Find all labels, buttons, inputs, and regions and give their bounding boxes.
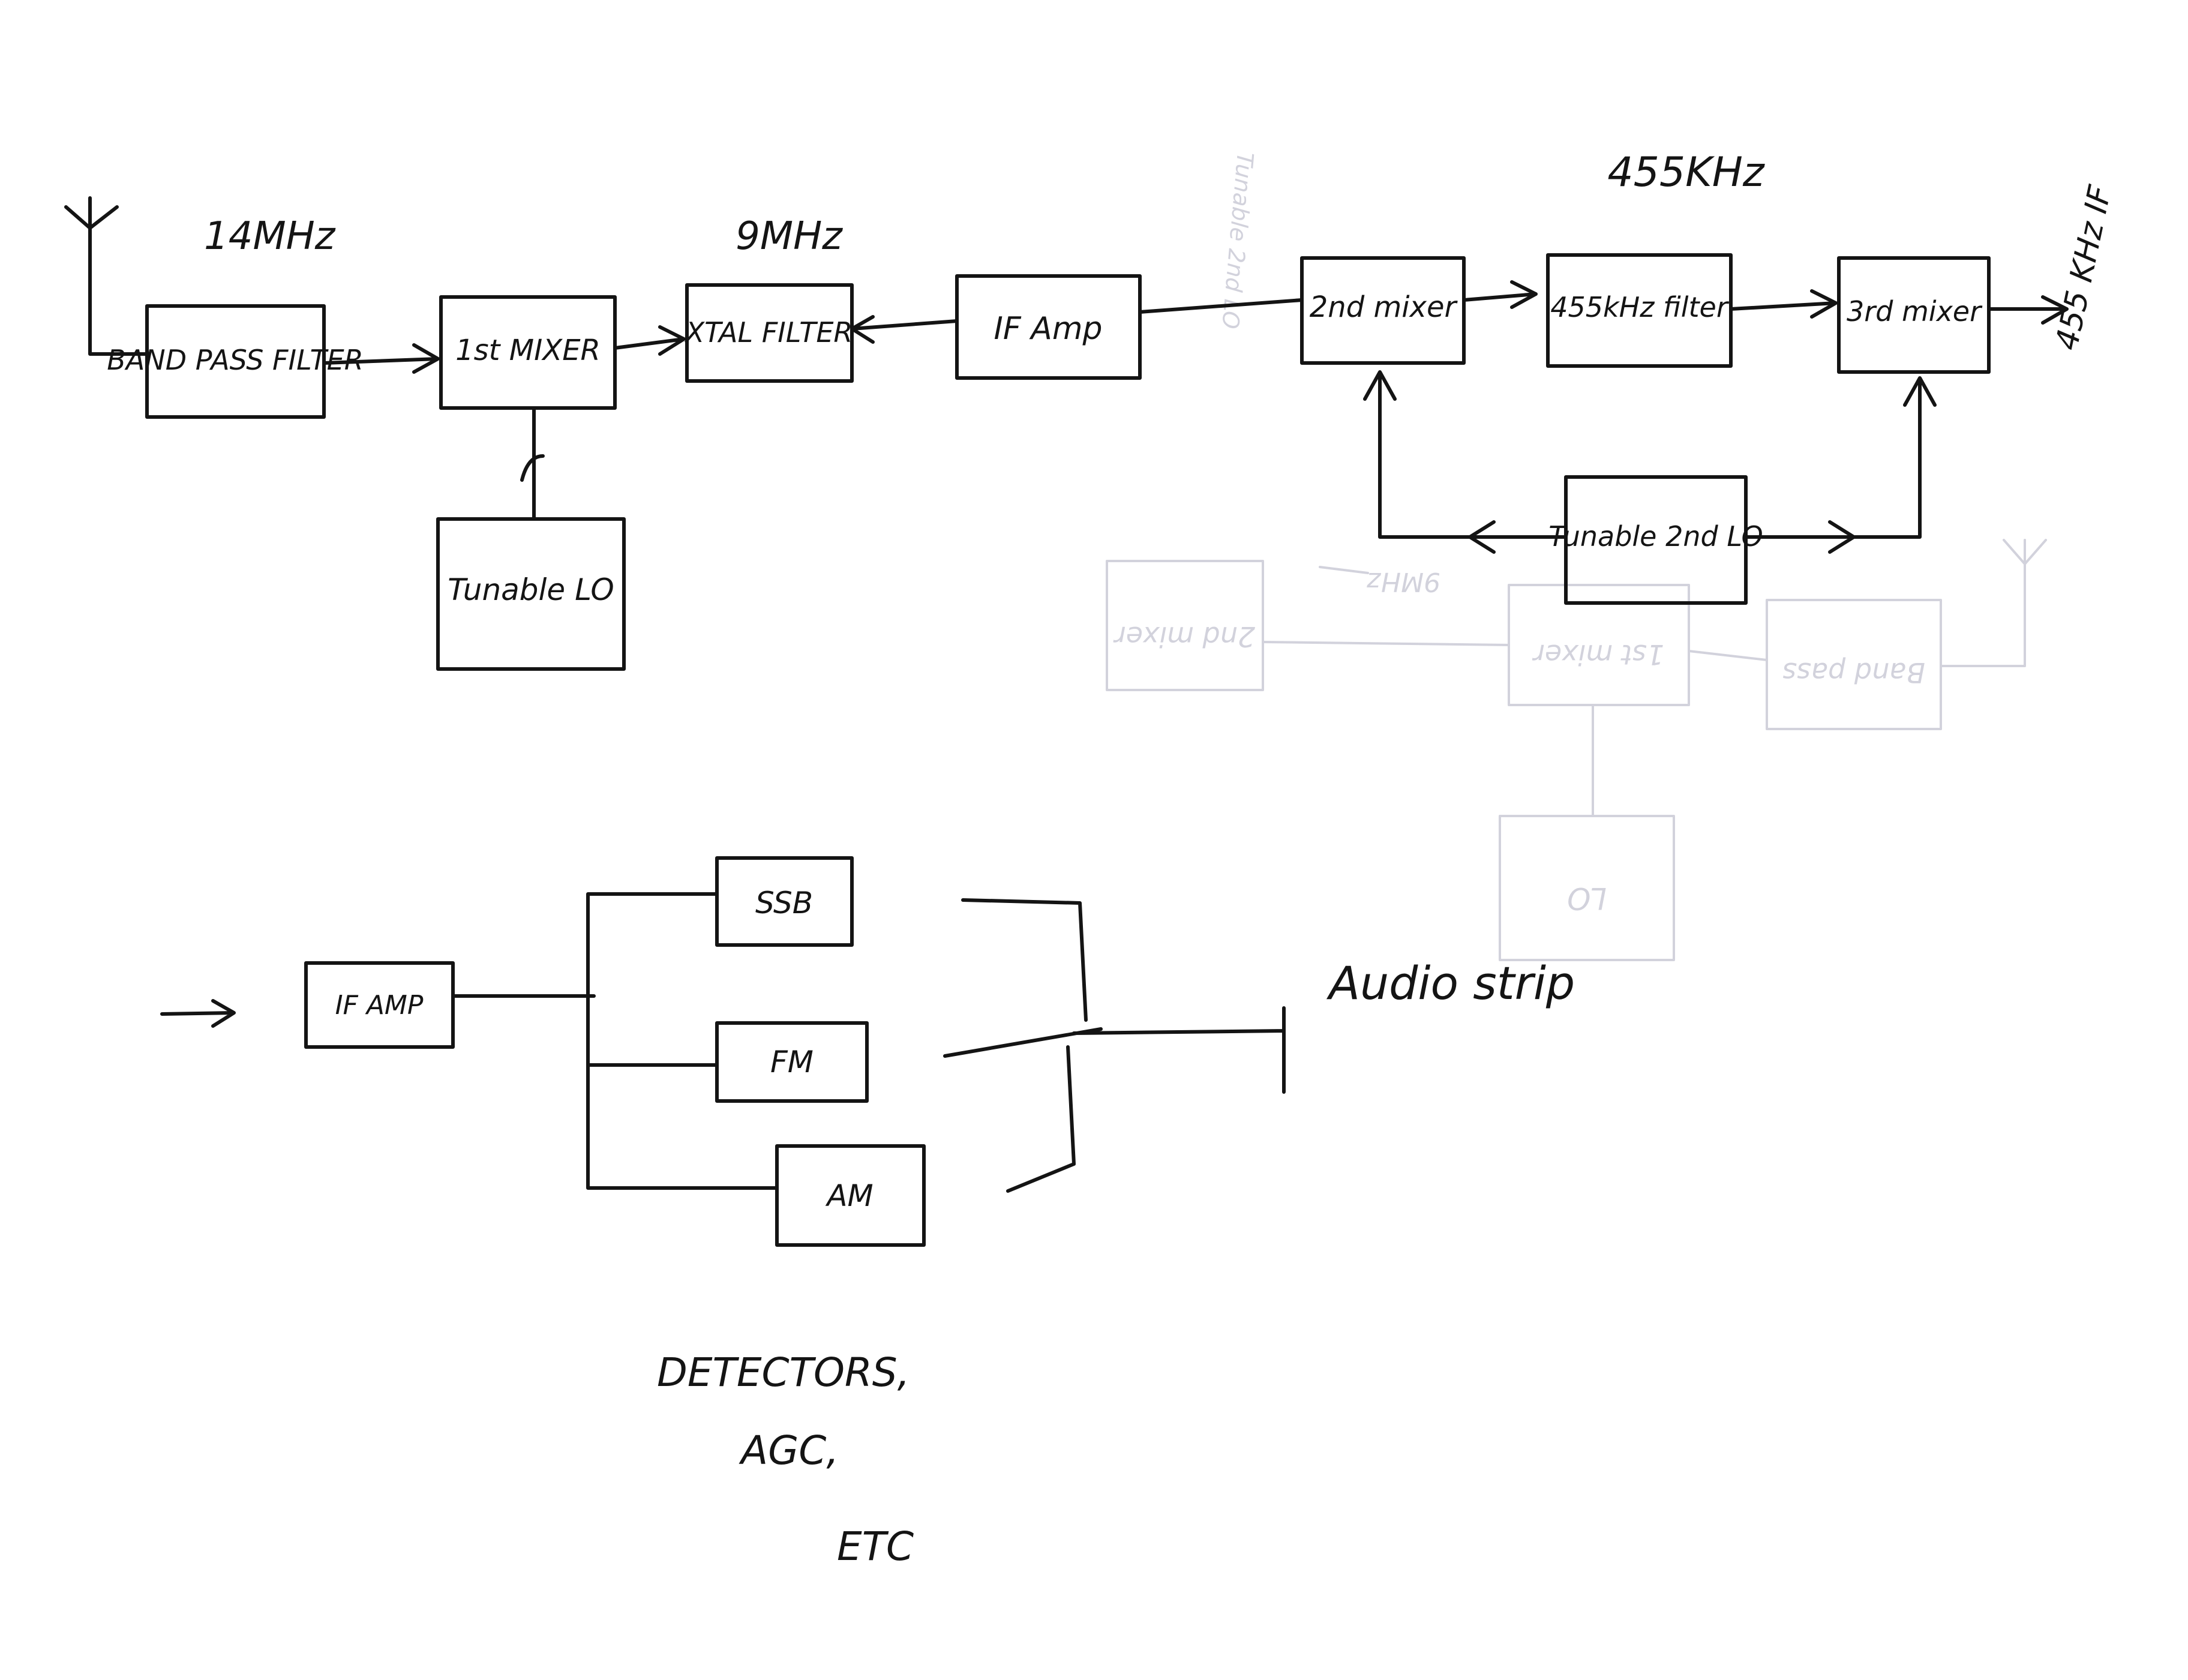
wire-xtal-to-ifamp — [850, 315, 959, 344]
wire-lo2-to-mixer2 — [1363, 370, 1568, 554]
detector-stage: IF AMP SSB FM AM Audio strip DETECTORS, … — [160, 856, 1575, 1570]
box-xtal-filter — [685, 283, 854, 383]
box-2nd-mixer — [1300, 256, 1466, 365]
label-det-if-amp: IF AMP — [335, 990, 424, 1021]
label-455khz-filter: 455kHz filter — [1550, 291, 1730, 323]
label-output-if: 455 KHz IF — [2049, 182, 2119, 353]
box-if-amp — [955, 274, 1142, 380]
box-am — [775, 1144, 926, 1247]
ghost-box-2nd-mixer — [1106, 560, 1264, 691]
note-line-2: AGC, — [739, 1427, 839, 1474]
ghost-label-band-pass: Band pass — [1782, 656, 1925, 689]
box-1st-mixer — [439, 295, 617, 410]
note-line-3: ETC — [837, 1523, 914, 1570]
arrow-filter-to-mixer3 — [1729, 289, 1838, 319]
label-2nd-mixer: 2nd mixer — [1310, 290, 1458, 324]
antenna-icon — [64, 196, 149, 356]
ghost-box-band-pass — [1766, 599, 1942, 730]
ghost-label-freq: 9MHz — [1367, 566, 1440, 597]
ghost-label-lo: LO — [1567, 881, 1607, 916]
label-fm: FM — [770, 1045, 814, 1079]
label-band-pass-filter: BAND PASS FILTER — [107, 344, 363, 376]
box-fm — [715, 1021, 869, 1103]
arrow-mixer1-to-xtal — [613, 325, 686, 356]
box-3rd-mixer — [1837, 256, 1991, 374]
box-tunable-2nd-lo — [1564, 475, 1748, 605]
box-det-if-amp — [304, 961, 455, 1049]
label-audio-strip: Audio strip — [1326, 956, 1575, 1010]
freq-label-9mhz: 9MHz — [736, 214, 843, 259]
arrow-mixer3-to-output — [1987, 295, 2069, 325]
arrow-input-to-if-amp — [160, 999, 236, 1028]
wire-ifamp-to-mixer2 — [1138, 298, 1304, 314]
label-am: AM — [825, 1178, 873, 1213]
arrow-bpf-to-mixer1 — [322, 343, 440, 374]
box-tunable-lo — [436, 517, 626, 671]
arrow-mixer2-to-filter — [1462, 280, 1538, 309]
label-3rd-mixer: 3rd mixer — [1847, 295, 1983, 328]
box-ssb — [715, 856, 854, 947]
rf-chain: 14MHz BAND PASS FILTER 1st MIXER 9MHz XT… — [64, 149, 2119, 671]
ghost-box-lo — [1499, 815, 1675, 961]
wire-split-bus — [451, 892, 779, 1190]
label-if-amp: IF Amp — [994, 311, 1102, 347]
label-1st-mixer: 1st MIXER — [455, 334, 601, 367]
note-line-1: DETECTORS, — [657, 1349, 910, 1396]
label-tunable-2nd-lo: Tunable 2nd LO — [1548, 520, 1763, 553]
wire-lo-to-mixer1 — [520, 406, 545, 521]
ghost-layer: 2nd mixer 1st mixer Band pass LO 9MHz Tu… — [1106, 151, 2047, 961]
freq-label-455khz: 455KHz — [1607, 149, 1765, 196]
label-xtal-filter: XTAL FILTER — [685, 316, 853, 349]
wire-combiner — [943, 898, 1286, 1193]
freq-label-14mhz: 14MHz — [204, 214, 336, 259]
ghost-label-1st-mixer: 1st mixer — [1532, 638, 1664, 671]
label-ssb: SSB — [755, 886, 813, 920]
label-tunable-lo: Tunable LO — [448, 572, 614, 607]
wire-lo2-to-mixer3 — [1744, 376, 1937, 554]
ghost-wires — [1262, 539, 2047, 817]
ghost-label-2nd-mixer: 2nd mixer — [1113, 620, 1255, 653]
